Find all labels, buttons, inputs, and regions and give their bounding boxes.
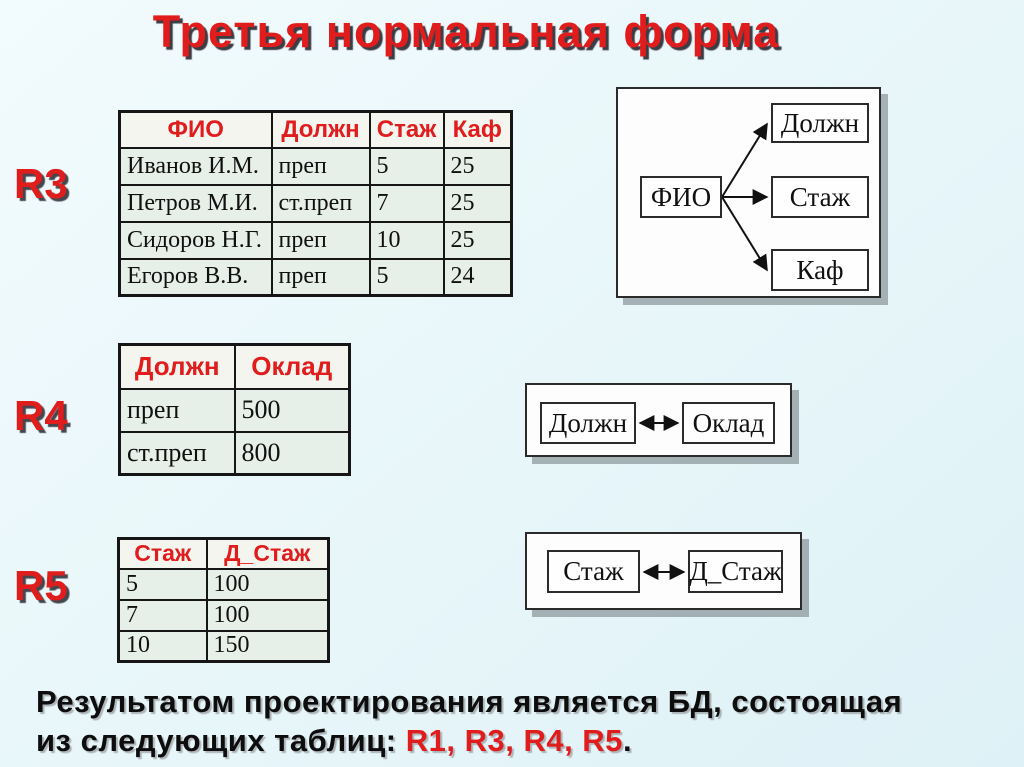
table-cell: 5 [368, 146, 445, 186]
table-r4-header-row: Должн Оклад [118, 343, 351, 390]
table-row: преп 500 [118, 387, 351, 433]
table-row: 5 100 [117, 567, 330, 601]
column-header-dolzhn: Должн [270, 110, 371, 149]
table-cell: 7 [117, 598, 208, 632]
column-header-stazh: Стаж [368, 110, 445, 149]
conclusion-text: Результатом проектирования является БД, … [36, 682, 996, 760]
table-cell: преп [270, 220, 371, 260]
conclusion-tables-list: R1, R3, R4, R5 [405, 723, 623, 758]
table-cell: 25 [442, 220, 513, 260]
table-cell: 10 [368, 220, 445, 260]
table-row: Петров М.И. ст.преп 7 25 [118, 183, 513, 223]
table-cell: 100 [205, 567, 330, 601]
table-cell: 25 [442, 183, 513, 223]
table-r3-header-row: ФИО Должн Стаж Каф [118, 110, 513, 149]
table-cell: 5 [368, 257, 445, 297]
table-cell: преп [270, 257, 371, 297]
table-r5-header-row: Стаж Д_Стаж [117, 537, 330, 570]
table-cell: Иванов И.М. [118, 146, 273, 186]
attribute-node-kaf: Каф [771, 249, 869, 291]
table-row: Сидоров Н.Г. преп 10 25 [118, 220, 513, 260]
table-cell: Сидоров Н.Г. [118, 220, 273, 260]
table-r5: Стаж Д_Стаж 5 100 7 100 10 150 [117, 537, 330, 663]
conclusion-line-2-prefix: из следующих таблиц: [36, 723, 406, 758]
table-cell: преп [270, 146, 371, 186]
column-header-d-stazh: Д_Стаж [205, 537, 330, 570]
table-cell: 10 [117, 629, 208, 663]
table-cell: Петров М.И. [118, 183, 273, 223]
attribute-node-stazh: Стаж [547, 550, 640, 593]
column-header-dolzhn: Должн [118, 343, 236, 390]
attribute-node-dolzhn: Должн [540, 402, 636, 444]
table-cell: 5 [117, 567, 208, 601]
table-row: 7 100 [117, 598, 330, 632]
table-row: Егоров В.В. преп 5 24 [118, 257, 513, 297]
table-row: 10 150 [117, 629, 330, 663]
table-cell: ст.преп [118, 430, 236, 476]
relation-label-r5: R5 [14, 562, 68, 609]
attribute-node-stazh: Стаж [771, 176, 869, 218]
table-cell: 25 [442, 146, 513, 186]
column-header-stazh: Стаж [117, 537, 208, 570]
table-r4: Должн Оклад преп 500 ст.преп 800 [118, 343, 351, 476]
column-header-oklad: Оклад [233, 343, 351, 390]
dependency-diagram-r5: Стаж Д_Стаж [525, 532, 802, 610]
conclusion-line-2: из следующих таблиц: R1, R3, R4, R5. [36, 721, 996, 760]
dependency-diagram-r4: Должн Оклад [525, 383, 792, 457]
table-row: Иванов И.М. преп 5 25 [118, 146, 513, 186]
attribute-node-dolzhn: Должн [771, 103, 869, 143]
slide-title: Третья нормальная форма [152, 6, 780, 57]
dependency-diagram-r3: ФИО Должн Стаж Каф [616, 87, 881, 298]
conclusion-period: . [622, 723, 633, 758]
table-cell: 150 [205, 629, 330, 663]
column-header-fio: ФИО [118, 110, 273, 149]
relation-label-r4: R4 [14, 392, 68, 439]
relation-label-r3: R3 [14, 160, 68, 207]
table-cell: 800 [233, 430, 351, 476]
table-cell: ст.преп [270, 183, 371, 223]
table-cell: 100 [205, 598, 330, 632]
attribute-node-d-stazh: Д_Стаж [688, 550, 783, 593]
column-header-kaf: Каф [442, 110, 513, 149]
table-row: ст.преп 800 [118, 430, 351, 476]
attribute-node-fio: ФИО [640, 176, 722, 218]
attribute-node-oklad: Оклад [682, 402, 775, 444]
table-cell: 24 [442, 257, 513, 297]
table-cell: 7 [368, 183, 445, 223]
table-cell: преп [118, 387, 236, 433]
table-cell: Егоров В.В. [118, 257, 273, 297]
conclusion-line-1: Результатом проектирования является БД, … [36, 684, 903, 719]
table-cell: 500 [233, 387, 351, 433]
table-r3: ФИО Должн Стаж Каф Иванов И.М. преп 5 25… [118, 110, 513, 297]
